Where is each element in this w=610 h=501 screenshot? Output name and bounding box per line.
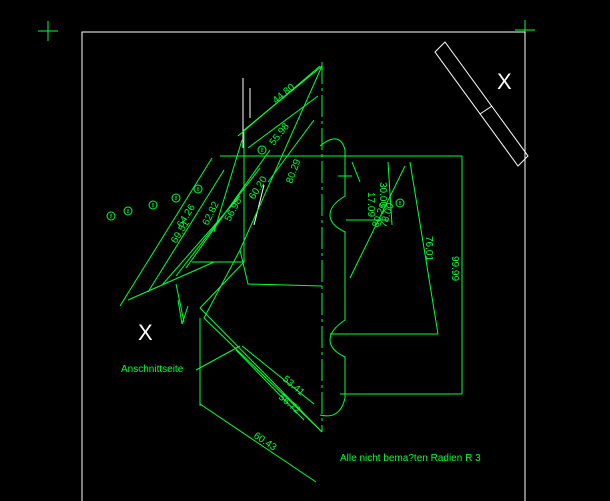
balloon: [106, 211, 116, 221]
balloon: [257, 145, 267, 155]
dimension-label: 56.98: [223, 196, 245, 224]
dimension-label: 76.01: [423, 236, 434, 261]
balloon: [171, 193, 181, 203]
cut-marker-x: X: [497, 69, 512, 94]
balloon-label: 8: [399, 201, 402, 207]
dimension-label: 80.29: [284, 157, 303, 185]
dimension-label: 62.82: [201, 200, 222, 228]
balloon-label: 8: [261, 148, 264, 154]
balloon-label: 8: [152, 203, 155, 209]
balloon: [148, 200, 158, 210]
dimension-label: 60.43: [251, 430, 278, 453]
corner-marks: [38, 20, 535, 41]
cut-side-label: Anschnittseite: [121, 364, 184, 375]
cut-marker-x: X: [138, 320, 153, 345]
dimension-label: 99.99: [449, 256, 460, 281]
dimension-label: 30.00: [377, 182, 388, 207]
dimension-label: 44.80: [271, 82, 298, 107]
balloon-label: 8: [110, 214, 113, 220]
dimension-label: 17.09: [365, 192, 376, 217]
dimension-label: 55.98: [268, 121, 292, 148]
dimension-labels: 44.80 55.98 56.98 60.20 60.43 62.82 64.2…: [169, 82, 460, 454]
radii-note: Alle nicht bema?ten Radien R 3: [340, 453, 481, 464]
dimension-label: 60.20: [247, 174, 270, 201]
drawing-frame: [81, 31, 526, 501]
balloon: [123, 206, 133, 216]
balloon: [395, 198, 405, 208]
balloons: [106, 145, 405, 221]
balloon-labels: 8 8 8 8 8 8 8: [110, 148, 402, 220]
part-geometry: [119, 62, 463, 483]
inclined-part: [434, 41, 529, 167]
balloon-label: 8: [127, 209, 130, 215]
balloon: [193, 184, 203, 194]
balloon-label: 8: [197, 187, 200, 193]
balloon-label: 8: [175, 196, 178, 202]
construction-lines: [242, 78, 265, 226]
